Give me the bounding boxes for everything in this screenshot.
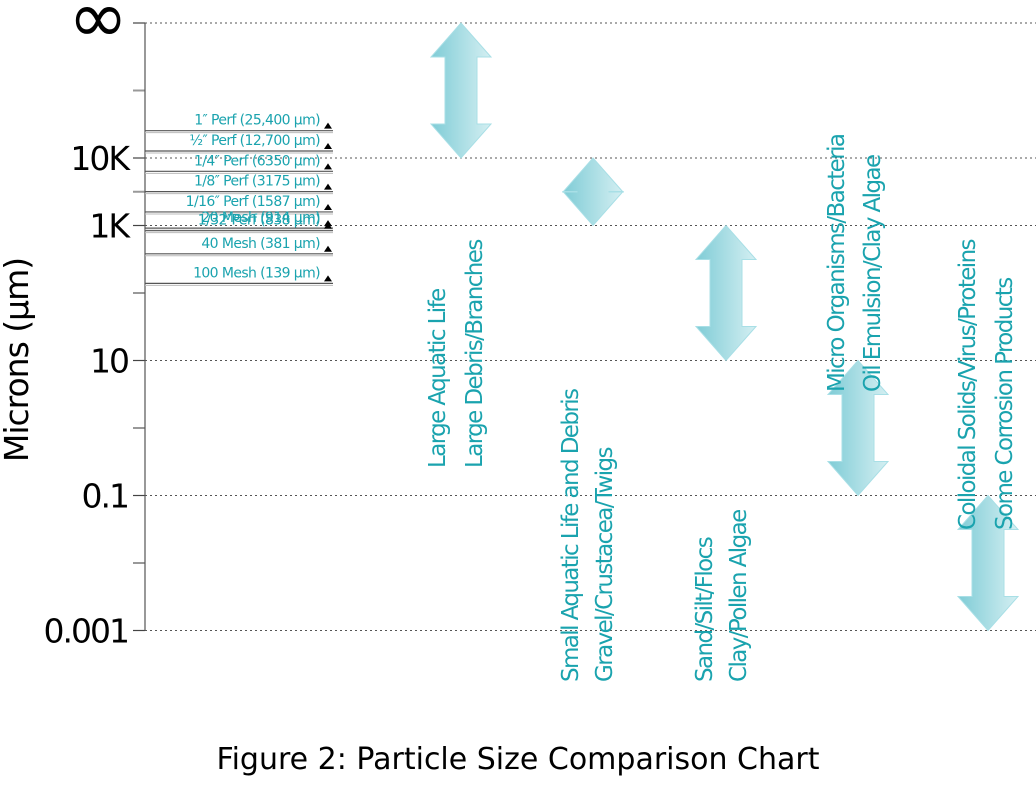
figure-caption: Figure 2: Particle Size Comparison Chart — [216, 742, 820, 777]
category-label: Some Corrosion Products — [992, 278, 1018, 530]
sieve-label: 40 Mesh (381 µm) — [201, 236, 320, 252]
y-tick-label: 1K — [89, 207, 131, 246]
sieve-label: 1/4″ Perf (6350 µm) — [194, 153, 320, 169]
sieve-marker-icon — [324, 142, 332, 149]
sieve-label: 1″ Perf (25,400 µm) — [194, 113, 320, 129]
double-arrow-icon — [826, 359, 890, 497]
sieve-label: 1/32″Perf (838 µm) — [198, 213, 320, 229]
gridlines — [145, 22, 1036, 631]
category-label: Micro Organisms/Bacteria — [824, 135, 850, 392]
double-arrow-icon — [694, 224, 758, 362]
category-label: Gravel/Crustacea/Twigs — [592, 447, 618, 682]
sieve-sizes: 1″ Perf (25,400 µm) ½″ Perf (12,700 µm) 1/… — [145, 113, 333, 286]
sieve-label: 1/16″ Perf (1587 µm) — [186, 194, 320, 210]
sieve-marker-icon — [324, 203, 332, 210]
sieve-marker-icon — [324, 183, 332, 190]
y-axis-title: Microns (µm) — [0, 258, 36, 462]
category-label: Small Aquatic Life and Debris — [558, 389, 584, 682]
sieve-marker-icon — [324, 245, 332, 252]
y-tick-label: 0.1 — [82, 477, 128, 516]
y-tick-label: 0.001 — [44, 612, 128, 651]
sieve-marker-icon — [324, 275, 332, 282]
y-axis: 10K 1K 10 0.1 0.001 — [44, 22, 146, 651]
y-tick-label: 10 — [90, 342, 128, 381]
category-label: Sand/Silt/Flocs — [692, 537, 718, 682]
sieve-marker-icon — [324, 222, 332, 229]
category-label: Clay/Pollen Algae — [726, 510, 752, 682]
sieve-label: ½″ Perf (12,700 µm) — [190, 133, 321, 149]
sieve-label: 100 Mesh (139 µm) — [193, 265, 320, 281]
sieve-label: 20 Mesh (914 µm) — [201, 210, 320, 226]
category-label: Large Aquatic Life — [425, 289, 451, 468]
category-label: Colloidal Solids/Virus/Proteins — [955, 239, 981, 530]
double-arrow-icon — [561, 157, 625, 227]
particle-size-chart: 10K 1K 10 0.1 0.001 1″ Perf (25,400 µm) ½″ Pe… — [0, 0, 1036, 682]
y-tick-label: 10K — [70, 139, 131, 178]
double-arrow-icon — [429, 22, 493, 159]
category-label: Large Debris/Branches — [462, 240, 488, 468]
double-arrow-icon — [956, 494, 1020, 632]
sieve-marker-icon — [324, 122, 332, 129]
sieve-marker-icon — [324, 163, 332, 170]
range-arrows — [429, 22, 1020, 632]
sieve-label: 1/8″ Perf (3175 µm) — [194, 174, 320, 190]
infinity-label: ∞ — [68, 0, 128, 59]
category-label: Oil Emulsion/Clay Algae — [860, 155, 886, 392]
